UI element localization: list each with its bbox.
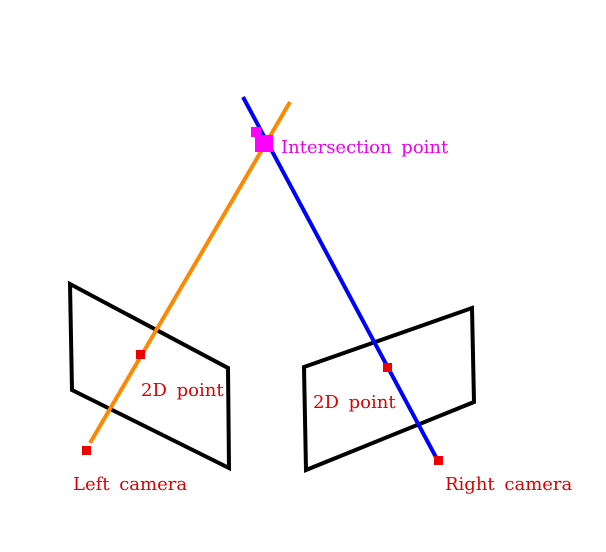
intersection-point-small	[251, 127, 261, 137]
right-image-plane	[301, 305, 477, 473]
right-camera-label: Right camera	[445, 474, 573, 495]
left-2d-point	[136, 350, 145, 359]
right-camera-point	[434, 456, 443, 465]
left-camera-point	[82, 446, 91, 455]
intersection-label: Intersection point	[281, 137, 449, 158]
right-camera-ray	[241, 96, 440, 462]
left-image-plane	[67, 280, 232, 472]
intersection-point	[255, 135, 273, 152]
left-2d-point-label: 2D point	[141, 380, 224, 401]
left-camera-label: Left camera	[73, 474, 187, 495]
right-2d-point	[383, 363, 392, 372]
left-camera-ray	[88, 100, 292, 445]
right-2d-point-label: 2D point	[313, 392, 396, 413]
